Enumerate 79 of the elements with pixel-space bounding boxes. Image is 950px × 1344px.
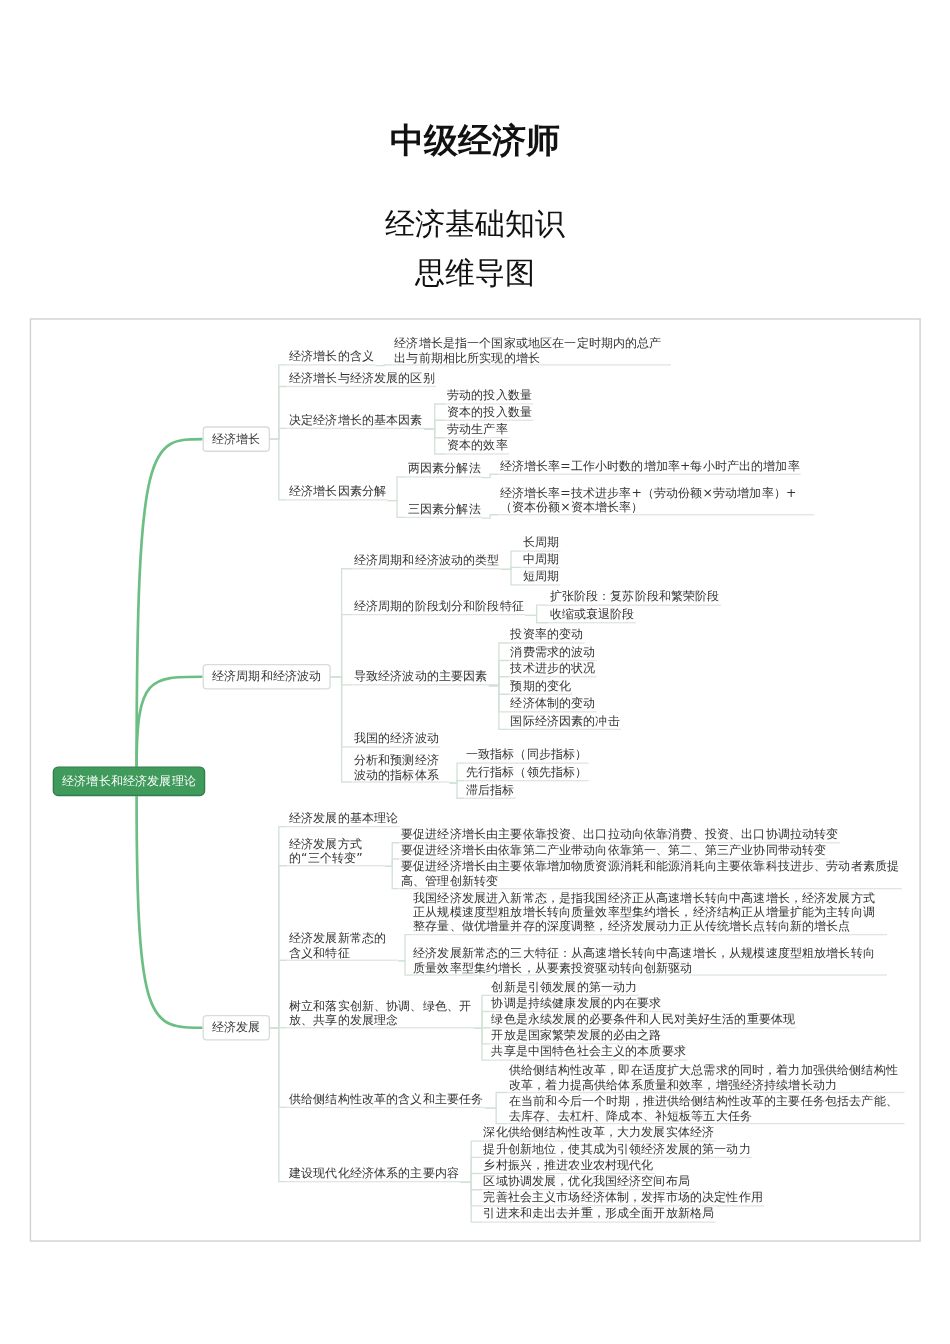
topic-text: 绿色是永续发展的必要条件和人民对美好生活的重要体现 [490, 1012, 797, 1028]
connector-line [481, 514, 499, 519]
title: 中级经济师 [389, 119, 561, 162]
topic-text: 共享是中国特色社会主义的本质要求 [490, 1044, 688, 1061]
topic-text: 经济发展的基本理论 [287, 811, 400, 827]
topic-text: 资本的效率 [445, 438, 509, 454]
topic-text: 经济发展新常态的三大特征：从高速增长转向中高速增长，从规模速度型粗放增长转向质量效率型集约增长，从要素投资驱动转向创新驱动 [411, 946, 887, 976]
connector-line [397, 960, 413, 976]
topic-text: 中周期 [521, 551, 561, 568]
topic-text: 经济增长与经济发展的区别 [287, 370, 437, 387]
topic-text: 创新是引领发展的第一动力 [490, 979, 639, 996]
topic-text: 乡村振兴，推进农业农村现代化 [482, 1158, 655, 1174]
topic-text: 两因素分解法 [406, 461, 482, 477]
topic-text: 我国经济发展进入新常态，是指我国经济正从高速增长转向中高速增长，经济发展方式正从规模速度型粗放增长转向质量效率型集约增长，经济结构正从增量扩能为主转向调整存量、做优增量并存的深度调整，经济发展动力正从传统增长点转向新的增长点 [411, 890, 887, 935]
connector-line [269, 438, 289, 501]
topic-text: 滞后指标 [464, 782, 516, 799]
topic-text: 建设现代化经济体系的主要内容 [287, 1166, 461, 1182]
connector-line [500, 568, 522, 586]
topic-text: 劳动的投入数量 [445, 388, 534, 405]
topic-text: 引进来和走出去并重，形成全面开放新格局 [482, 1206, 716, 1223]
topic-text: 深化供给侧结构性改革，大力发展实体经济 [482, 1125, 716, 1142]
topic-text: 要促进经济增长由主要依靠投资、出口拉动向依靠消费、投资、出口协调拉动转变 [399, 827, 840, 843]
topic-text: 供给侧结构性改革，即在适度扩大总需求的同时，着力加强供给侧结构性改革，着力提高供给体系质量和效率，增强经济持续增长动力 [507, 1063, 905, 1094]
topic-text: 要促进经济增长由依靠第二产业带动向依靠第一、第二、第三产业协同带动转变 [399, 843, 828, 859]
connector-line [459, 1181, 483, 1223]
topic-text: 经济发展方式的“三个转变” [287, 836, 385, 867]
connector-line [374, 364, 394, 367]
topic-text: 扩张阶段：复苏阶段和繁荣阶段 [548, 589, 721, 606]
topic-text: 一致指标（同步指标） [464, 747, 589, 764]
topic-text: 预期的变化 [509, 678, 573, 695]
topic-text: 国际经济因素的冲击 [509, 713, 622, 730]
topic-text: 经济体制的变动 [509, 696, 597, 712]
topic-text: 区域协调发展，优化我国经济空间布局 [482, 1174, 692, 1190]
topic-text: 经济增长是指一个国家或地区在一定时期内的总产出与前期相比所实现的增长 [392, 335, 671, 366]
branch-topic: 经济周期和经济波动 [202, 663, 331, 689]
topic-text: 短周期 [521, 569, 561, 585]
topic-text: 投资率的变动 [509, 627, 585, 643]
topic-text: 先行指标（领先指标） [464, 765, 589, 781]
topic-text: 分析和预测经济波动的指标体系 [352, 753, 450, 783]
topic-text: 树立和落实创新、协调、绿色、开放、共享的发展理念 [287, 998, 474, 1029]
topic-text: 技术进步的状况 [509, 661, 597, 677]
topic-text: 协调是持续健康发展的内在要求 [490, 996, 663, 1012]
topic-text: 长周期 [521, 535, 561, 552]
topic-text: 经济周期的阶段划分和阶段特征 [352, 599, 526, 615]
topic-text: 经济增长率=技术进步率+（劳动份额×劳动增加率）+（资本份额×资本增长率） [498, 485, 815, 516]
central-topic: 经济增长和经济发展理论 [52, 766, 206, 796]
topic-text: 经济周期和经济波动的类型 [352, 553, 501, 569]
connector-line [269, 1027, 289, 1183]
topic-text: 劳动生产率 [445, 422, 509, 438]
topic-text: 供给侧结构性改革的含义和主要任务 [287, 1091, 485, 1108]
topic-text: 开放是国家繁荣发展的必由之路 [490, 1028, 663, 1044]
branch-topic: 经济发展 [202, 1014, 271, 1040]
topic-text: 经济增长率=工作小时数的增加率+每小时产出的增加率 [498, 458, 802, 475]
topic-text: 收缩或衰退阶段 [548, 607, 636, 623]
topic-text: 三因素分解法 [406, 501, 482, 518]
branch-topic: 经济增长 [202, 426, 271, 452]
connector-line [481, 473, 499, 479]
subtitle: 经济基础知识 [384, 205, 566, 243]
topic-text: 经济发展新常态的含义和特征 [287, 931, 399, 961]
subtitle: 思维导图 [414, 254, 536, 292]
topic-text: 提升创新地位，使其成为引领经济发展的第一动力 [482, 1141, 752, 1158]
topic-text: 经济增长的含义 [287, 349, 376, 365]
topic-text: 消费需求的波动 [509, 645, 597, 661]
topic-text: 经济增长因素分解 [287, 484, 388, 500]
connector-line [384, 865, 401, 890]
topic-text: 在当前和今后一个时期，推进供给侧结构性改革的主要任务包括去产能、去库存、去杠杆、降成本、补短板等五大任务 [507, 1094, 905, 1125]
connector-line [135, 796, 203, 1030]
topic-text: 资本的投入数量 [445, 404, 534, 421]
topic-text: 要促进经济增长由主要依靠增加物质资源消耗和能源消耗向主要依靠科技进步、劳动者素质提高、管理创新转变 [399, 859, 902, 890]
topic-text: 决定经济增长的基本因素 [287, 412, 424, 429]
connector-line [386, 499, 408, 519]
connector-line [135, 675, 203, 767]
connector-line [484, 1107, 509, 1125]
connector-line [473, 1027, 491, 1061]
connector-line [524, 614, 549, 624]
topic-text: 完善社会主义市场经济体制，发挥市场的决定性作用 [482, 1190, 765, 1206]
connector-line [488, 684, 510, 731]
topic-text: 我国的经济波动 [352, 731, 441, 747]
topic-text: 导致经济波动的主要因素 [352, 669, 489, 685]
